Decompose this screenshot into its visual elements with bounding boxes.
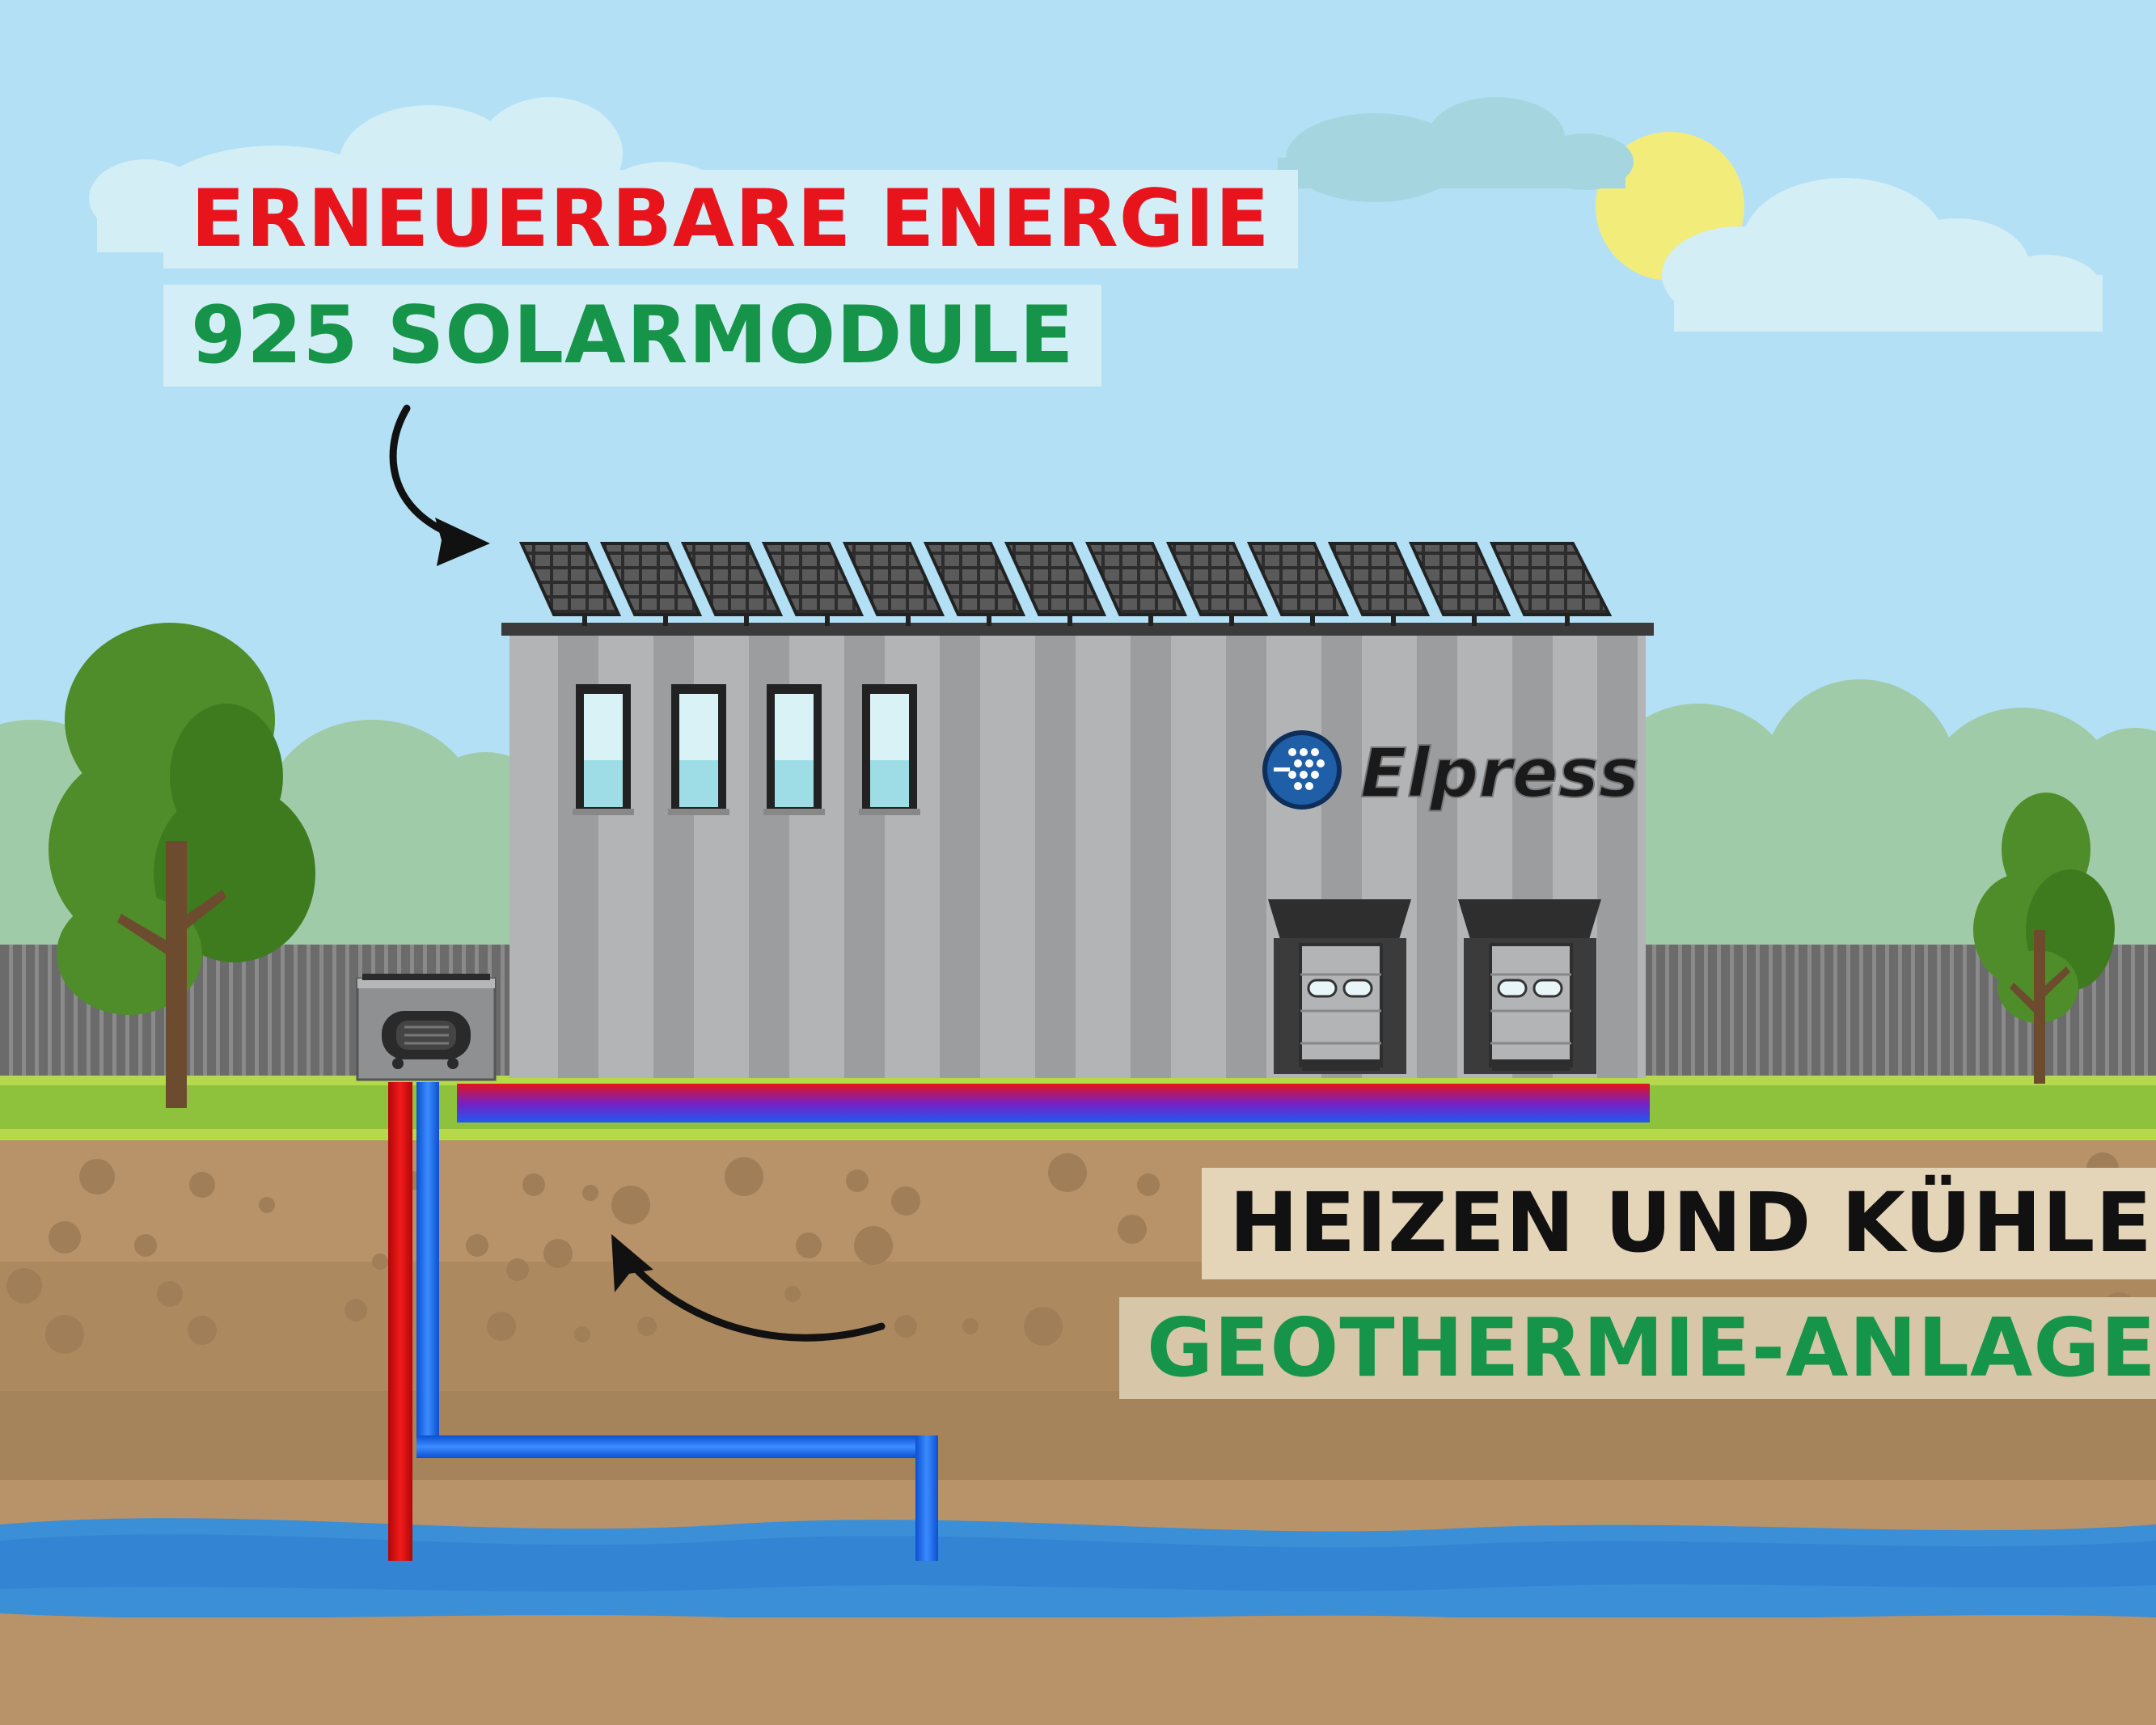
solar-panel-icon [1408, 542, 1511, 626]
solar-panel-icon [842, 542, 945, 626]
headline-title: ERNEUERBARE ENERGIE [163, 170, 1298, 268]
arrow-icon [625, 1258, 886, 1342]
solar-panels [518, 542, 1613, 626]
solar-panel-icon [1084, 542, 1188, 626]
window [668, 684, 729, 815]
solar-panel-icon [923, 542, 1026, 626]
cloud-icon [1278, 97, 1634, 202]
solar-panel-icon [680, 542, 784, 626]
loading-door [1268, 899, 1411, 1074]
distribution-pipe [457, 1084, 1650, 1123]
solar-panel-icon [761, 542, 865, 626]
elpress-logo: Elpress [1262, 730, 1640, 814]
ground-info-subtitle: GEOTHERMIE-ANLAGEN [1119, 1297, 2156, 1399]
tree-icon [49, 623, 315, 1108]
deep-soil [0, 1617, 2156, 1725]
loading-door [1458, 899, 1601, 1074]
headline-subtitle: 925 SOLARMODULE [163, 285, 1102, 387]
cloud-icon [1662, 178, 2103, 332]
window [859, 684, 920, 815]
solar-panel-icon [1327, 542, 1431, 626]
solar-panel-icon [1165, 542, 1269, 626]
tree-icon [1973, 793, 2115, 1084]
cold-pipe [416, 1082, 439, 1454]
window [763, 684, 825, 815]
solar-panel-icon [1246, 542, 1350, 626]
arrow-icon-head [611, 1234, 653, 1292]
soil-layer-3 [0, 1391, 2156, 1480]
arrow-icon-head [435, 518, 490, 566]
building-windows [573, 684, 920, 815]
solar-panel-icon [599, 542, 703, 626]
hot-pipe [388, 1082, 412, 1561]
company-logo-text: Elpress [1360, 734, 1639, 813]
solar-panel-icon [1004, 542, 1107, 626]
cold-pipe-horizontal [416, 1435, 938, 1458]
window [573, 684, 634, 815]
solar-panel-icon [518, 542, 622, 626]
cold-pipe-return [915, 1435, 938, 1561]
solar-panel-icon [1489, 542, 1613, 626]
ground-info-title: HEIZEN UND KÜHLEN [1202, 1168, 2156, 1279]
heat-pump-icon [356, 974, 497, 1081]
logo-icon [1262, 730, 1342, 810]
